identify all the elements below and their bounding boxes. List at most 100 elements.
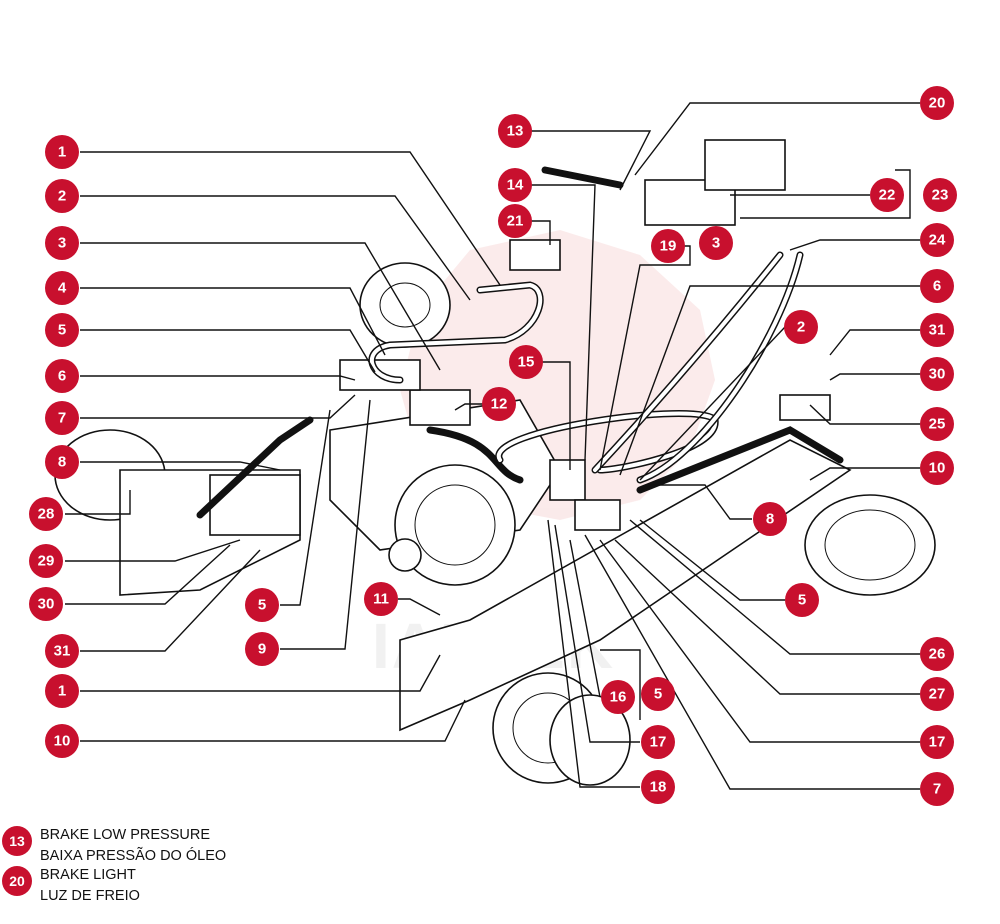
svg-text:17: 17 (650, 734, 667, 751)
callout-badge: 16 (601, 680, 635, 714)
callout-badge: 11 (364, 582, 398, 616)
svg-text:21: 21 (507, 213, 524, 230)
callout-badge: 6 (45, 359, 79, 393)
callout-badge: 27 (920, 677, 954, 711)
legend-badge: 20 (2, 866, 32, 896)
svg-text:13: 13 (507, 123, 524, 140)
svg-text:26: 26 (929, 646, 946, 663)
callout-badge: 9 (245, 632, 279, 666)
callout-badge: 1 (45, 135, 79, 169)
callout-badge: 2 (784, 310, 818, 344)
svg-text:14: 14 (507, 177, 524, 194)
legend-line: BRAKE LOW PRESSURE (40, 827, 211, 843)
svg-text:7: 7 (58, 410, 66, 427)
legend-line: BAIXA PRESSÃO DO ÓLEO (40, 848, 227, 864)
callout-badge: 17 (920, 725, 954, 759)
legend-line: BRAKE LIGHT (40, 867, 136, 883)
svg-text:7: 7 (933, 781, 941, 798)
callout-badge: 6 (920, 269, 954, 303)
callout-badge: 7 (45, 401, 79, 435)
callout-badge: 5 (641, 677, 675, 711)
svg-text:30: 30 (38, 596, 55, 613)
svg-text:12: 12 (491, 396, 508, 413)
callout-badge: 30 (920, 357, 954, 391)
callout-badge: 24 (920, 223, 954, 257)
svg-text:1: 1 (58, 144, 66, 161)
svg-text:3: 3 (58, 235, 66, 252)
callout-badge: 4 (45, 271, 79, 305)
svg-text:5: 5 (654, 686, 662, 703)
svg-text:10: 10 (54, 733, 71, 750)
svg-text:31: 31 (54, 643, 71, 660)
svg-text:17: 17 (929, 734, 946, 751)
callout-badge: 8 (45, 445, 79, 479)
callout-badge: 28 (29, 497, 63, 531)
svg-text:10: 10 (929, 460, 946, 477)
svg-text:27: 27 (929, 686, 946, 703)
legend-item: 20 BRAKE LIGHT LUZ DE FREIO (0, 862, 300, 904)
svg-text:25: 25 (929, 416, 946, 433)
callout-badge: 31 (45, 634, 79, 668)
svg-text:2: 2 (58, 188, 66, 205)
callout-badge: 23 (923, 178, 957, 212)
machine-parts (54, 139, 936, 786)
callout-badge: 18 (641, 770, 675, 804)
callout-badge: 13 (498, 114, 532, 148)
svg-text:31: 31 (929, 322, 946, 339)
svg-text:6: 6 (933, 278, 941, 295)
svg-text:11: 11 (373, 591, 389, 608)
svg-text:28: 28 (38, 506, 55, 523)
callout-badge: 15 (509, 345, 543, 379)
callout-badge: 7 (920, 772, 954, 806)
svg-text:23: 23 (932, 187, 949, 204)
callout-badge: 12 (482, 387, 516, 421)
svg-text:18: 18 (650, 779, 667, 796)
svg-text:5: 5 (798, 592, 806, 609)
callout-badge: 30 (29, 587, 63, 621)
svg-text:9: 9 (258, 641, 266, 658)
callout-badge: 1 (45, 674, 79, 708)
svg-text:16: 16 (610, 689, 627, 706)
svg-text:8: 8 (766, 511, 774, 528)
callout-badge: 17 (641, 725, 675, 759)
svg-text:19: 19 (660, 238, 677, 255)
callout-badge: 8 (753, 502, 787, 536)
callout-badge: 20 (920, 86, 954, 120)
svg-text:30: 30 (929, 366, 946, 383)
callout-badge: 19 (651, 229, 685, 263)
callout-badge: 3 (699, 226, 733, 260)
svg-text:15: 15 (518, 354, 535, 371)
legend-item: 13 BRAKE LOW PRESSURE BAIXA PRESSÃO DO Ó… (0, 822, 300, 864)
callout-badge: 5 (245, 588, 279, 622)
svg-text:1: 1 (58, 683, 66, 700)
callout-badge: 10 (920, 451, 954, 485)
callout-badge: 2 (45, 179, 79, 213)
svg-text:5: 5 (58, 322, 66, 339)
callout-badge: 22 (870, 178, 904, 212)
callout-badge: 10 (45, 724, 79, 758)
callout-badge: 14 (498, 168, 532, 202)
svg-text:24: 24 (929, 232, 946, 249)
svg-text:20: 20 (929, 95, 946, 112)
callout-badge: 26 (920, 637, 954, 671)
svg-text:2: 2 (797, 319, 805, 336)
callout-badge: 29 (29, 544, 63, 578)
svg-text:6: 6 (58, 368, 66, 385)
svg-text:4: 4 (58, 280, 67, 297)
legend-line: LUZ DE FREIO (40, 888, 140, 904)
svg-text:22: 22 (879, 187, 896, 204)
leader-lines (65, 102, 920, 790)
legend: 13 BRAKE LOW PRESSURE BAIXA PRESSÃO DO Ó… (0, 822, 300, 904)
callout-badge: 25 (920, 407, 954, 441)
svg-text:29: 29 (38, 553, 55, 570)
callouts: 1 2 3 4 5 6 7 8 28 29 30 31 5 9 1 10 11 … (29, 86, 957, 806)
legend-badge: 13 (2, 826, 32, 856)
svg-text:8: 8 (58, 454, 66, 471)
callout-badge: 5 (785, 583, 819, 617)
svg-text:3: 3 (712, 235, 720, 252)
callout-badge: 21 (498, 204, 532, 238)
callout-badge: 3 (45, 226, 79, 260)
callout-badge: 5 (45, 313, 79, 347)
svg-text:5: 5 (258, 597, 266, 614)
